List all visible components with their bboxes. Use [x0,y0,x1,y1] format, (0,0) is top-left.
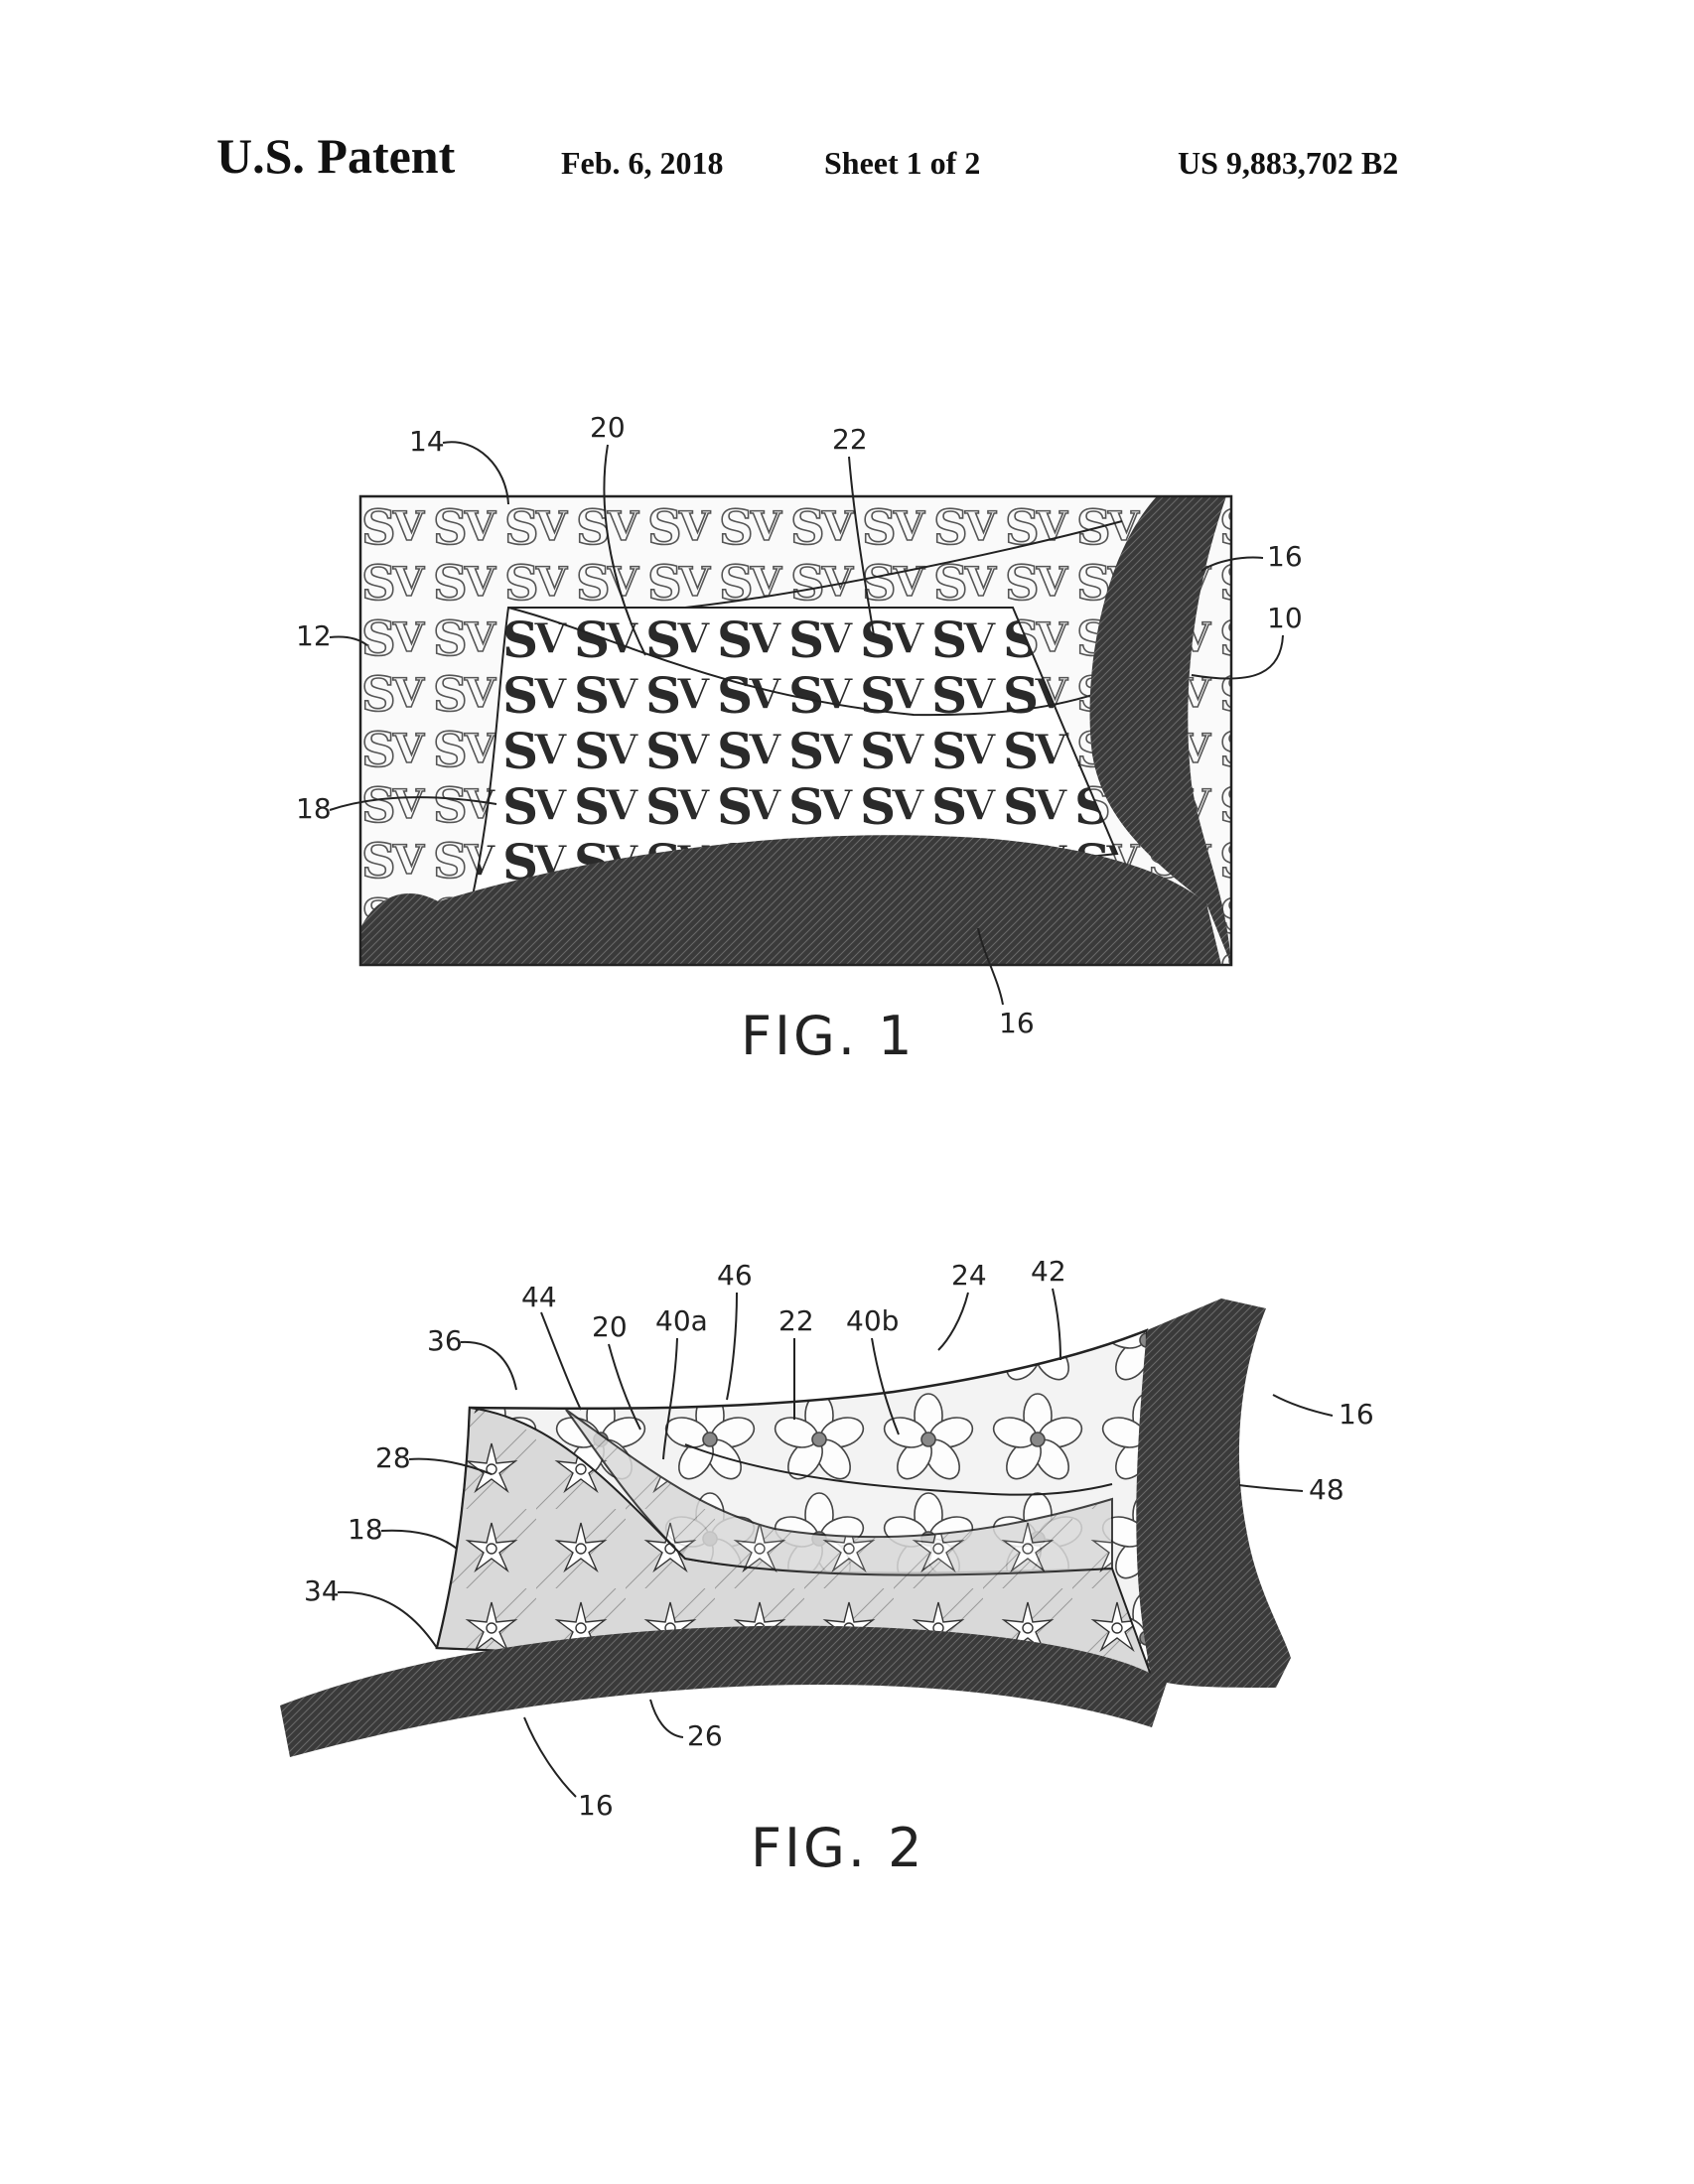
figure-1: S V S V 14 20 22 16 10 12 1 [296,411,1303,1067]
ref-18: 18 [348,1513,383,1546]
ref-16-bottom: 16 [999,1007,1035,1039]
ref-40b: 40b [846,1304,899,1337]
patent-number: US 9,883,702 B2 [1178,145,1399,181]
ref-16-bottom: 16 [578,1789,614,1822]
ref-14: 14 [409,425,445,458]
ref-20: 20 [592,1310,628,1343]
ref-46: 46 [717,1259,753,1292]
fig1-caption: FIG. 1 [741,1005,916,1067]
ref-20: 20 [590,411,626,444]
ref-16-right: 16 [1339,1398,1374,1431]
sheet-number: Sheet 1 of 2 [824,145,981,181]
ref-10: 10 [1267,602,1303,634]
ref-48: 48 [1309,1473,1344,1506]
patent-header: U.S. Patent Feb. 6, 2018 Sheet 1 of 2 US… [0,127,1694,187]
ref-34: 34 [304,1574,340,1607]
fig1-fabric [360,496,1231,965]
ref-18: 18 [296,792,332,825]
ref-12: 12 [296,619,332,652]
ref-44: 44 [521,1281,557,1313]
patent-title: U.S. Patent [216,128,456,184]
figure-2: 44 46 24 42 36 20 40a 22 40b 28 16 48 18… [280,1255,1374,1879]
ref-22: 22 [832,423,868,456]
ref-16-top: 16 [1267,540,1303,573]
fig2-caption: FIG. 2 [751,1817,925,1879]
ref-40a: 40a [655,1304,708,1337]
ref-36: 36 [427,1324,463,1357]
ref-26: 26 [687,1719,723,1752]
ref-28: 28 [375,1441,411,1474]
ref-22: 22 [778,1304,814,1337]
ref-24: 24 [951,1259,987,1292]
ref-42: 42 [1031,1255,1066,1288]
patent-date: Feb. 6, 2018 [561,145,724,181]
